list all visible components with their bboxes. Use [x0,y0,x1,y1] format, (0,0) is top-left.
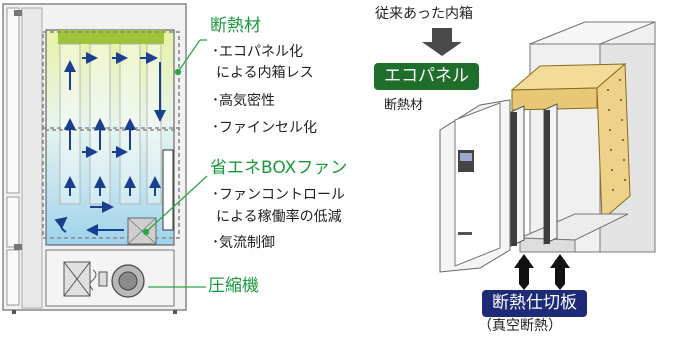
insulation-caption: 断熱材 [384,98,424,113]
insulation-title: 断熱材 [210,16,261,36]
vacuum-caption: （真空断熱） [478,318,562,334]
eco-panel-badge: エコパネル [374,63,479,90]
insulation-point-2: による内箱レス [216,65,314,81]
insulation-point-3: ･高気密性 [212,93,275,109]
fan-point-2: による稼働率の低減 [216,209,342,225]
cabinet-illustration [422,21,656,290]
insulation-point-1: ･エコパネル化 [212,44,303,60]
partition-badge: 断熱仕切板 [482,290,587,317]
fan-point-1: ･ファンコントロール [212,187,345,203]
fridge-cross-section [2,3,187,314]
insulation-point-4: ･ファインセル化 [212,120,317,136]
conventional-inner-box-label: 従来あった内箱 [375,6,473,22]
airflow-arrows [54,52,166,236]
compressor-title: 圧縮機 [208,276,259,296]
fan-point-3: ･気流制御 [212,235,275,251]
fan-title: 省エネBOXファン [210,158,348,178]
leader-lines [142,39,208,288]
